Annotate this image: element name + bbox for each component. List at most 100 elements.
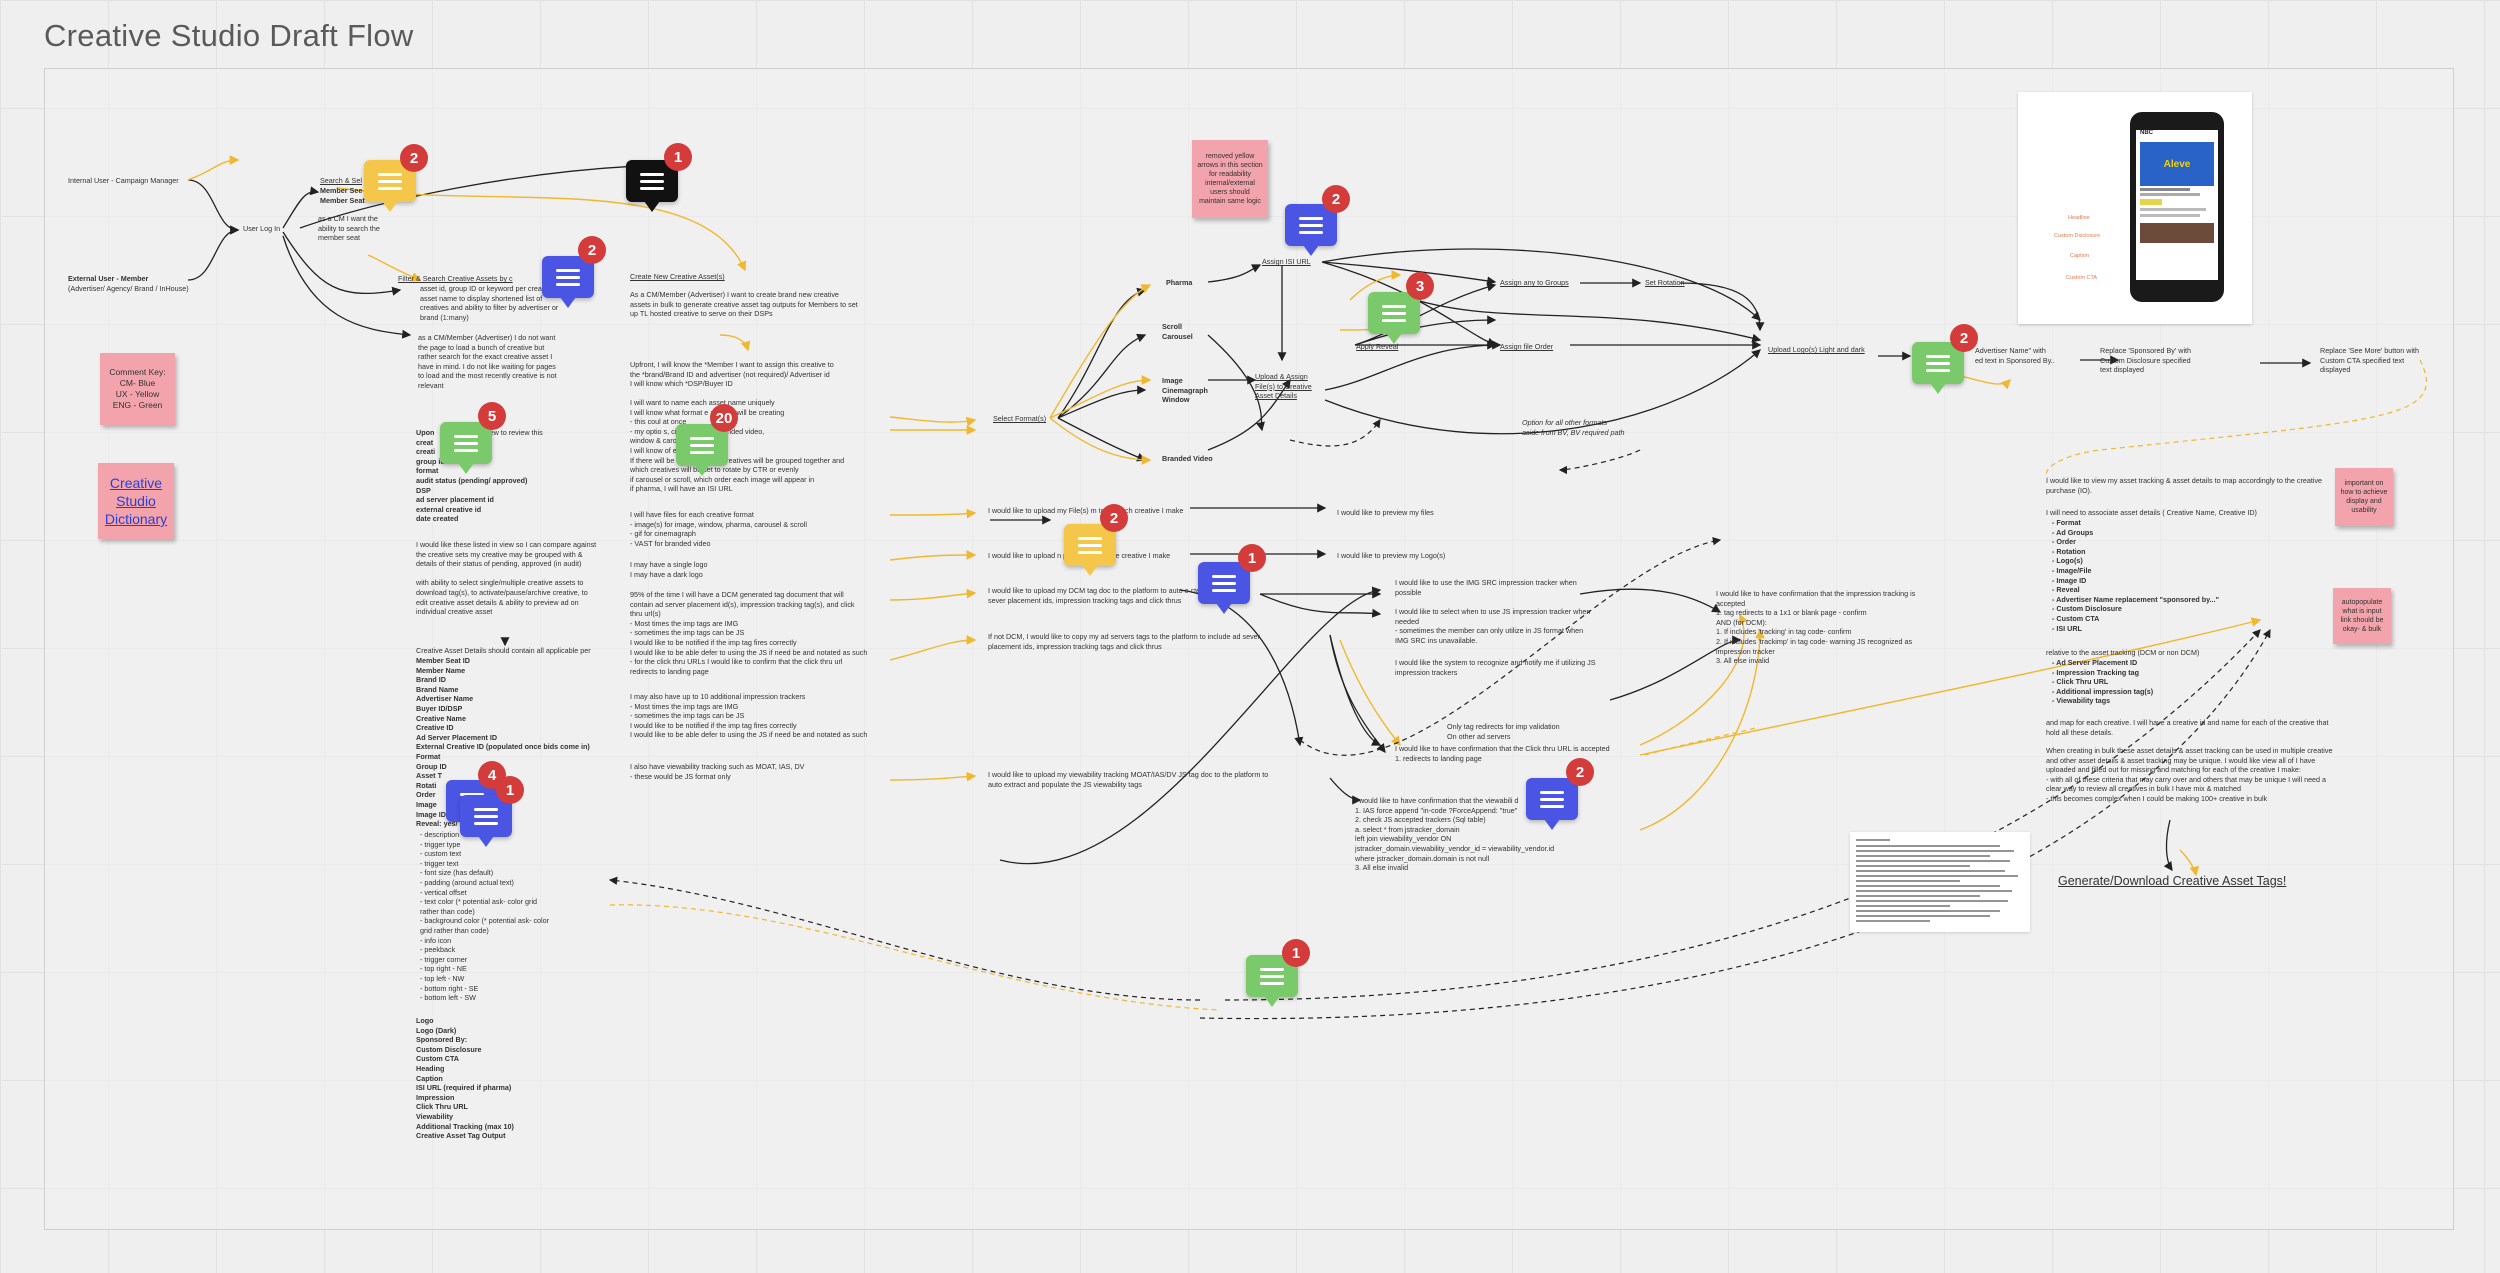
board-title: Creative Studio Draft Flow <box>44 18 414 53</box>
comment-count-badge: 20 <box>710 404 738 432</box>
relative-list: - Ad Server Placement ID - Impression Tr… <box>2052 658 2154 706</box>
bottom-field-list: Logo Logo (Dark) Sponsored By: Custom Di… <box>416 1016 514 1141</box>
phone-mockup-card: NBC Aleve Headline Custom Disclosure Cap… <box>2018 92 2252 324</box>
format-pharma: Pharma <box>1166 278 1193 287</box>
comment-count-badge: 2 <box>1566 758 1594 786</box>
filter-search-body: asset id, group ID or keyword per crea a… <box>420 284 559 322</box>
advertiser-name-note: Advertiser Name" with ed text in Sponsor… <box>1975 346 2055 365</box>
comment-count-badge: 1 <box>1282 939 1310 967</box>
replace-seemore-note: Replace 'See More' button with Custom CT… <box>2320 346 2420 375</box>
phone-brand-logo: NBC <box>2136 130 2218 140</box>
internal-user-label: Internal User - Campaign Manager <box>68 176 179 185</box>
comment-count-badge: 1 <box>1238 544 1266 572</box>
dcm-block: 95% of the time I will have a DCM genera… <box>630 590 868 676</box>
only-tag-note: Only tag redirects for imp validation On… <box>1447 722 1560 741</box>
viewability-confirm-note: I would like to have confirmation that t… <box>1355 796 1555 873</box>
replace-sponsored-note: Replace 'Sponsored By' with Custom Discl… <box>2100 346 2192 375</box>
ux-comment-icon[interactable] <box>626 160 678 212</box>
comment-count-badge: 3 <box>1406 272 1434 300</box>
comment-count-badge: 2 <box>400 144 428 172</box>
phone-label-disclosure: Custom Disclosure <box>2054 233 2101 239</box>
document-lines <box>1856 839 2018 922</box>
document-thumbnail <box>1850 832 2030 932</box>
img-src-note: I would like to use the IMG SRC impressi… <box>1395 578 1577 597</box>
logo-block: I may have a single logo I may have a da… <box>630 560 708 579</box>
click-confirm-note: I would like to have confirmation that t… <box>1395 744 1610 763</box>
external-user-types: (Advertiser/ Agency/ Brand / InHouse) <box>68 284 189 293</box>
upload-viewability-node: I would like to upload my viewability tr… <box>988 770 1269 789</box>
creative-studio-dictionary-link[interactable]: Creative Studio Dictionary <box>104 475 168 527</box>
phone-device: NBC Aleve <box>2130 112 2224 302</box>
comment-count-badge: 2 <box>578 236 606 264</box>
assign-isi-node: Assign ISI URL <box>1262 257 1311 266</box>
eng-comment-icon[interactable] <box>1368 292 1420 344</box>
phone-cta-button <box>2140 199 2162 205</box>
comment-count-badge: 1 <box>496 776 524 804</box>
comment-count-badge: 1 <box>664 143 692 171</box>
select-formats-node: Select Format(s) <box>993 414 1047 423</box>
user-login-node: User Log In <box>243 224 281 233</box>
ux-comment-icon[interactable] <box>1064 524 1116 576</box>
phone-label-cta: Custom CTA <box>2066 275 2098 281</box>
view-tracking-note: I would like to view my asset tracking &… <box>2046 476 2323 495</box>
comment-count-badge: 2 <box>1950 324 1978 352</box>
viewability-block: I also have viewability tracking such as… <box>630 762 805 781</box>
upload-files-node: I would like to upload my File(s) m to f… <box>988 506 1184 515</box>
js-select-note: I would like to select when to use JS im… <box>1395 607 1591 645</box>
details-fields: Member Seat ID Member Name Brand ID Bran… <box>416 656 590 829</box>
format-image-cinemagraph-window: Image Cinemagraph Window <box>1162 376 1208 405</box>
confirm-impression-note: I would like to have confirmation that t… <box>1716 589 1916 666</box>
filter-search-title: Filter & Search Creative Assets by c <box>398 274 513 283</box>
cm-comment-icon[interactable] <box>1198 562 1250 614</box>
important-sticky: important on how to achieve display and … <box>2335 468 2393 526</box>
eng-comment-icon[interactable] <box>440 422 492 474</box>
removed-yellow-sticky: removed yellow arrows in this section fo… <box>1192 140 1268 218</box>
cm-comment-icon[interactable] <box>542 256 594 308</box>
upload-logos-node: Upload Logo(s) Light and dark <box>1768 345 1865 354</box>
generate-download-node[interactable]: Generate/Download Creative Asset Tags! <box>2058 874 2287 888</box>
phone-ad-image: Aleve <box>2140 142 2214 186</box>
need-associate-note: I will need to associate asset details (… <box>2046 508 2257 517</box>
set-rotation-node: Set Rotation <box>1645 278 1685 287</box>
map-each-note: and map for each creative. I will have a… <box>2046 718 2329 737</box>
not-dcm-node: If not DCM, I would like to copy my ad s… <box>988 632 1261 651</box>
search-select-title: Search & Sel <box>320 176 362 185</box>
autopopulate-sticky: autopopulate what is input link should b… <box>2333 588 2391 644</box>
comment-count-badge: 5 <box>478 402 506 430</box>
upload-assign-node: Upload & Assign File(s) to Creative Asse… <box>1255 372 1312 401</box>
preview-files-node: I would like to preview my files <box>1337 508 1434 517</box>
phone-screen: NBC Aleve <box>2136 130 2218 280</box>
create-new-body: As a CM/Member (Advertiser) I want to cr… <box>630 290 858 319</box>
files-block: I will have files for each creative form… <box>630 510 807 548</box>
cm-comment-icon[interactable] <box>1285 204 1337 256</box>
assign-groups-node: Assign any to Groups <box>1500 278 1569 287</box>
format-scroll-carousel: Scroll Carousel <box>1162 322 1193 341</box>
upon-fields: Upon creat creati group id format audit … <box>416 428 528 524</box>
cm-search-note: as a CM I want the ability to search the… <box>318 214 380 243</box>
bulk-note: When creating in bulk these asset detail… <box>2046 746 2333 803</box>
phone-label-headline: Headline <box>2068 215 2090 221</box>
cm-member-note: as a CM/Member (Advertiser) I do not wan… <box>418 333 557 390</box>
external-user-label: External User - Member <box>68 274 148 284</box>
reveal-detail-list: - description - trigger type - custom te… <box>420 830 550 1003</box>
details-header: Creative Asset Details should contain al… <box>416 646 591 655</box>
associate-list: - Format - Ad Groups - Order - Rotation … <box>2052 518 2219 633</box>
preview-logos-node: I would like to preview my Logo(s) <box>1337 551 1446 560</box>
search-select-sub: Member See Member Seat <box>320 186 365 205</box>
relative-note: relative to the asset tracking (DCM or n… <box>2046 648 2200 657</box>
comment-count-badge: 2 <box>1322 185 1350 213</box>
cm-comment-icon[interactable] <box>1526 778 1578 830</box>
apply-reveal-node: Apply Reveal <box>1356 342 1399 351</box>
comment-count-badge: 2 <box>1100 504 1128 532</box>
phone-label-caption: Caption <box>2070 253 2089 259</box>
impression-block: I may also have up to 10 additional impr… <box>630 692 868 740</box>
system-notify-note: I would like the system to recognize and… <box>1395 658 1596 677</box>
external-user-member: External User - Member <box>68 274 149 283</box>
dictionary-sticky[interactable]: Creative Studio Dictionary <box>98 463 174 539</box>
assign-order-node: Assign file Order <box>1500 342 1554 351</box>
option-note: Option for all other formats aside from … <box>1522 418 1625 437</box>
format-branded-video: Branded Video <box>1162 454 1213 463</box>
comment-key-sticky: Comment Key: CM- Blue UX - Yellow ENG - … <box>100 353 175 425</box>
eng-comment-icon[interactable] <box>676 424 728 476</box>
create-new-title: Create New Creative Asset(s) <box>630 272 725 281</box>
